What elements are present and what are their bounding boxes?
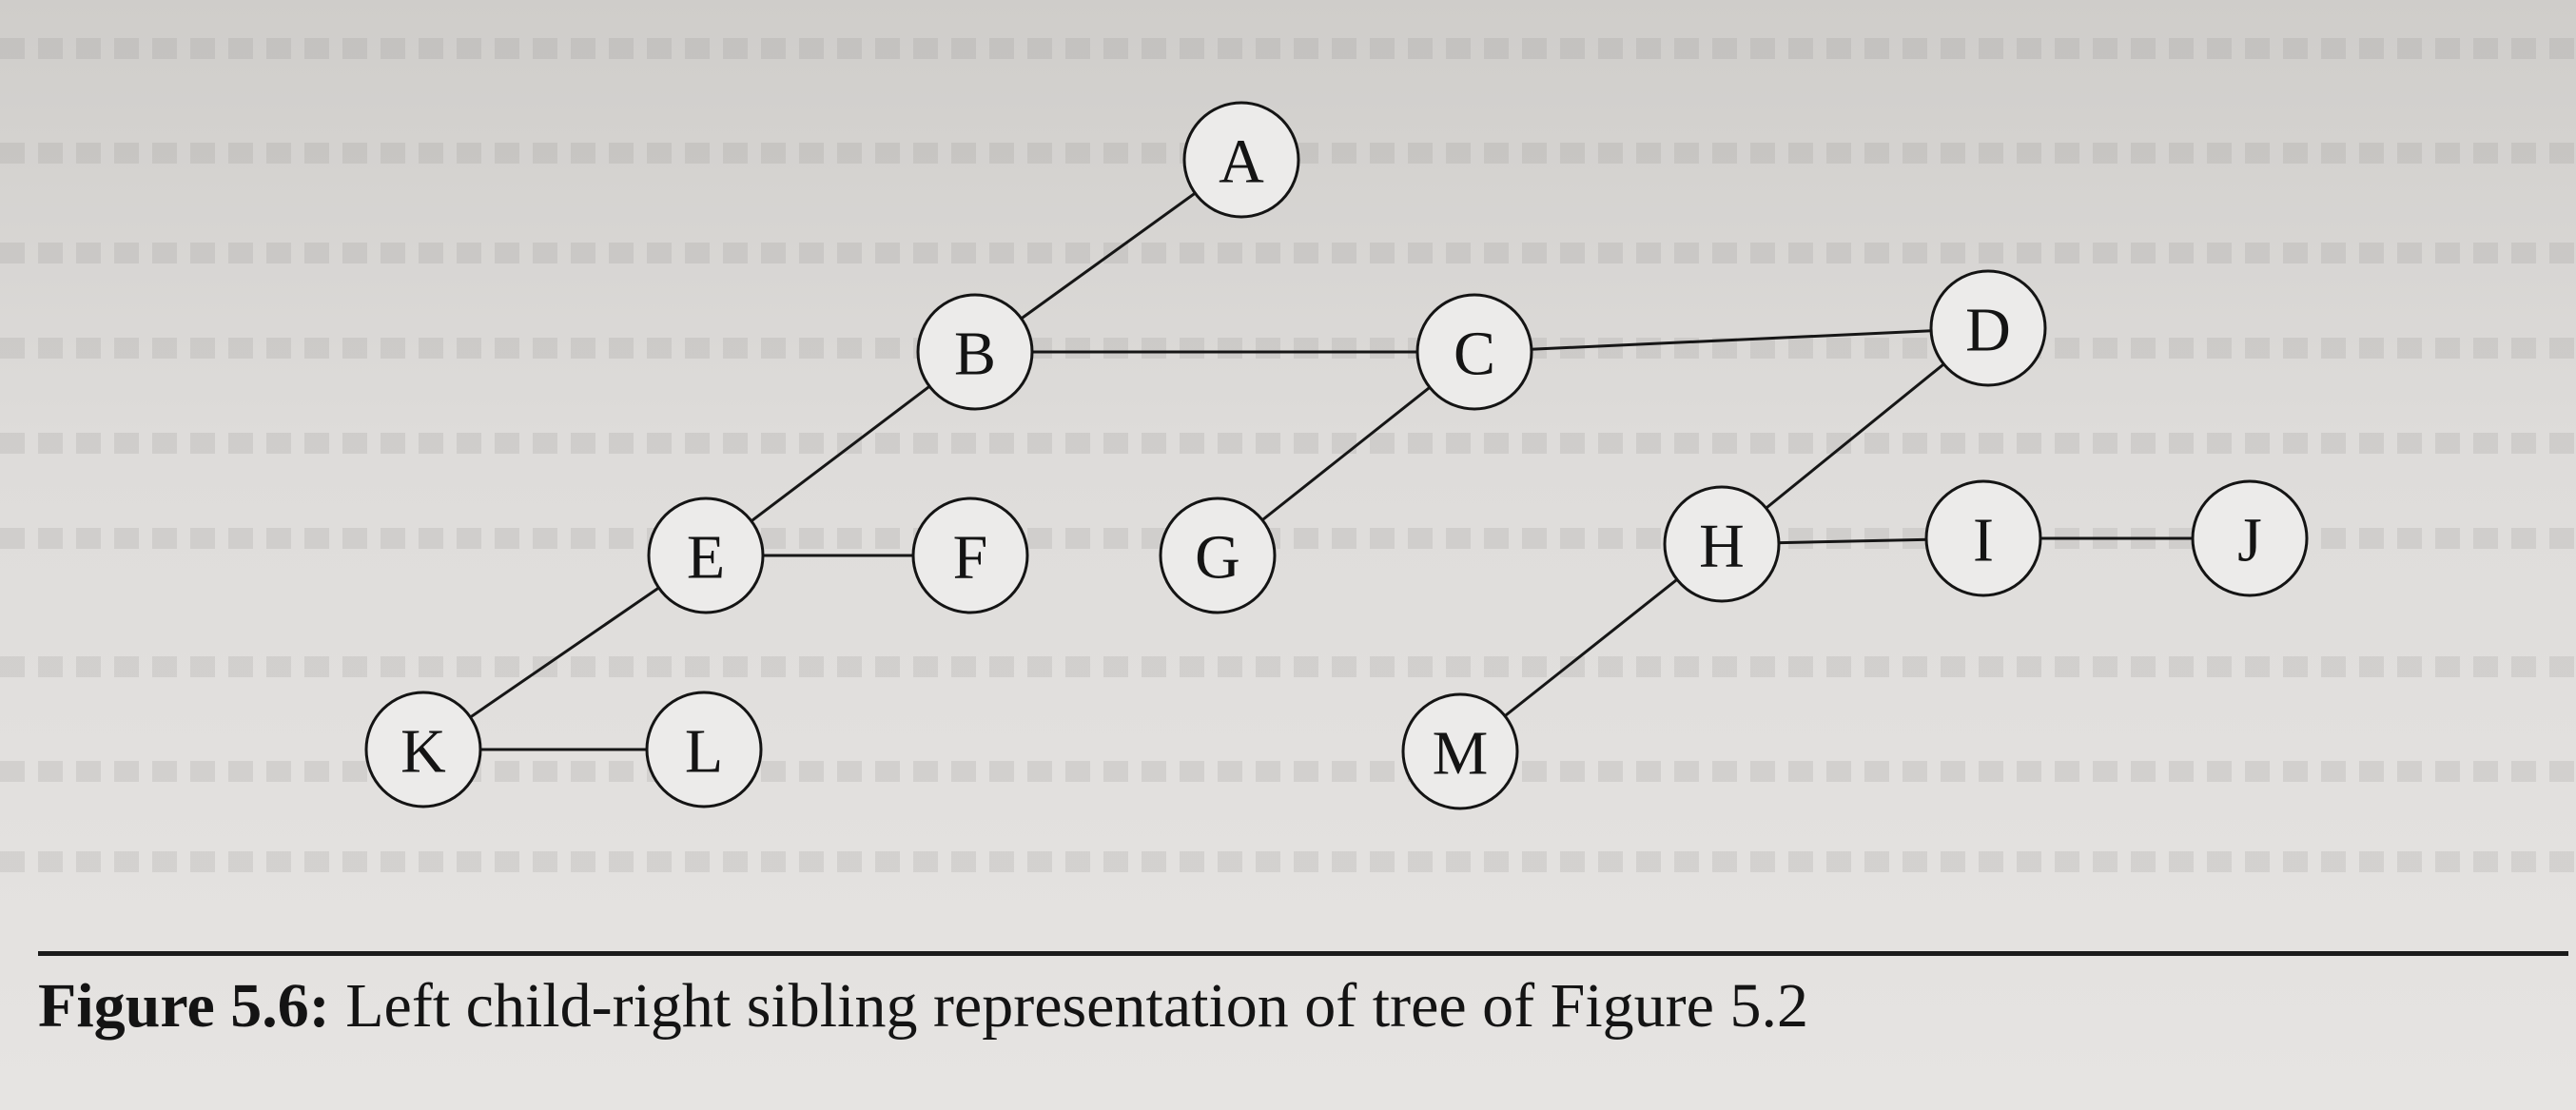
node-label: B [954, 320, 996, 389]
caption-label: Figure 5.6: [38, 971, 330, 1041]
node-circle [2191, 479, 2309, 597]
node-circle [1663, 485, 1781, 603]
node-label: M [1433, 719, 1489, 789]
node-label: K [400, 717, 446, 787]
node-m: M [1401, 692, 1519, 810]
node-circle [645, 691, 763, 808]
node-h: H [1663, 485, 1781, 603]
node-c: C [1415, 293, 1533, 411]
bleed-through-line [0, 851, 2576, 872]
node-g: G [1159, 497, 1277, 614]
node-circle [1415, 293, 1533, 411]
node-circle [1182, 101, 1300, 219]
node-b: B [916, 293, 1034, 411]
node-a: A [1182, 101, 1300, 219]
figure-caption: Figure 5.6: Left child-right sibling rep… [38, 970, 1808, 1042]
node-circle [1929, 269, 2047, 387]
node-f: F [911, 497, 1029, 614]
node-label: F [953, 523, 988, 593]
node-circle [364, 691, 482, 808]
node-label: A [1219, 127, 1264, 197]
caption-text: Left child-right sibling representation … [329, 971, 1808, 1041]
node-j: J [2191, 479, 2309, 597]
tree-nodes: A B C D E F G H I J K L M [364, 101, 2309, 810]
bleed-through-line [0, 433, 2576, 454]
bleed-through-line [0, 243, 2576, 263]
tree-edges [422, 158, 2250, 753]
bleed-through-line [0, 38, 2576, 59]
node-label: G [1195, 523, 1240, 593]
node-e: E [647, 497, 765, 614]
node-label: I [1973, 506, 1994, 575]
edge-c-d [1473, 326, 1989, 354]
node-circle [1159, 497, 1277, 614]
node-circle [1401, 692, 1519, 810]
node-label: C [1454, 320, 1495, 389]
node-circle [1924, 479, 2042, 597]
node-label: L [685, 717, 723, 787]
node-l: L [645, 691, 763, 808]
node-d: D [1929, 269, 2047, 387]
node-label: H [1699, 512, 1745, 581]
node-circle [647, 497, 765, 614]
node-label: J [2237, 506, 2262, 575]
bleed-through-line [0, 761, 2576, 782]
node-circle [916, 293, 1034, 411]
node-label: E [687, 523, 725, 593]
bleed-through-line [0, 656, 2576, 677]
node-label: D [1965, 296, 2011, 365]
node-k: K [364, 691, 482, 808]
node-i: I [1924, 479, 2042, 597]
caption-rule [38, 951, 2568, 956]
node-circle [911, 497, 1029, 614]
